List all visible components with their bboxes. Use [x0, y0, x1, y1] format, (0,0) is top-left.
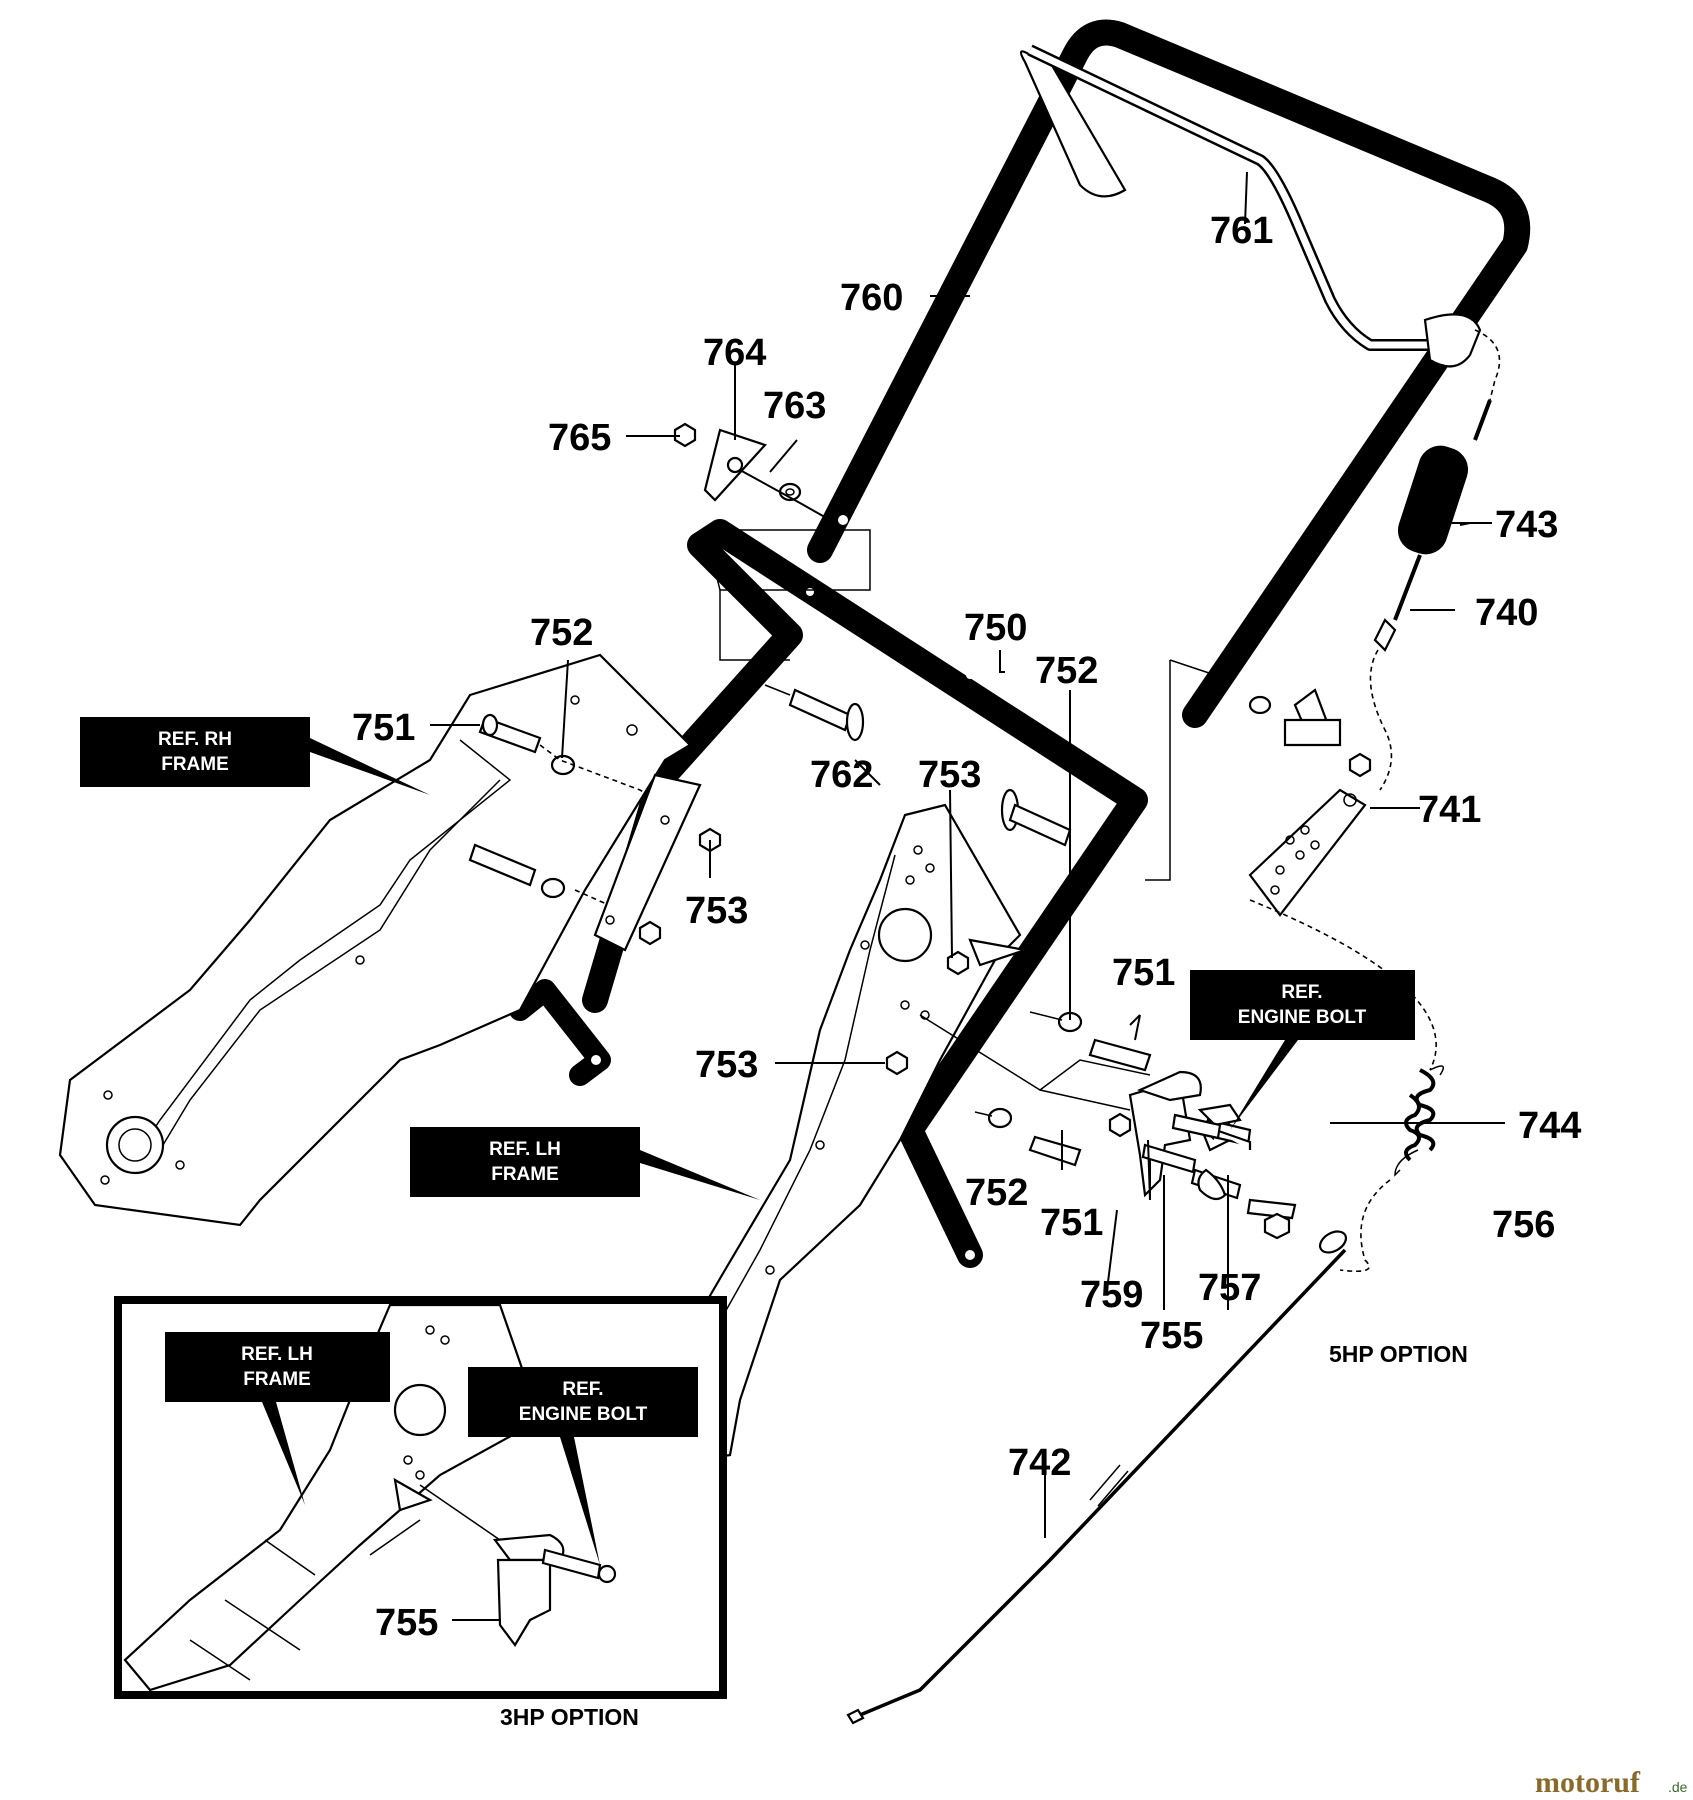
handle-knob-764	[673, 422, 871, 661]
cable-bracket-741	[1248, 788, 1367, 917]
part-757: 757	[1198, 1267, 1261, 1309]
watermark: motoruf .de	[1535, 1766, 1688, 1799]
ref-rh-frame-callout: REF. RH FRAME	[80, 717, 430, 795]
part-752-rh: 752	[530, 612, 593, 654]
handle-knob-right	[1145, 659, 1372, 881]
lower-handle-750	[509, 519, 1148, 1268]
ref-rh-frame-line2: FRAME	[161, 754, 229, 775]
part-751-center: 751	[1112, 952, 1175, 994]
cable-740	[1369, 618, 1397, 791]
ref-inset-lh-frame-line1: REF. LH	[241, 1344, 313, 1365]
control-bail-761	[1019, 44, 1501, 401]
part-755-inset: 755	[375, 1602, 438, 1644]
part-765: 765	[548, 417, 611, 459]
part-753-center: 753	[918, 754, 981, 796]
ref-inset-engine-bolt-line1: REF.	[562, 1379, 603, 1400]
lh-frame	[688, 803, 1026, 1462]
label-5hp-option: 5HP OPTION	[1329, 1341, 1468, 1367]
part-751-rh: 751	[352, 707, 415, 749]
part-753-lh: 753	[695, 1044, 758, 1086]
part-numbers: 760 761 764 763 765 743 740 750 752 752 …	[352, 210, 1581, 1644]
part-761: 761	[1210, 210, 1273, 252]
cable-sheath-743	[1393, 399, 1492, 621]
part-760: 760	[840, 277, 903, 319]
part-755: 755	[1140, 1315, 1203, 1357]
watermark-tld: .de	[1668, 1779, 1688, 1795]
carriage-bolt-762	[764, 684, 865, 742]
part-742: 742	[1008, 1442, 1071, 1484]
ref-engine-bolt-line1: REF.	[1281, 982, 1322, 1003]
leader-lines	[430, 171, 1505, 1621]
watermark-brand: motoruf	[1535, 1766, 1641, 1799]
part-759: 759	[1080, 1274, 1143, 1316]
ref-lh-frame-callout: REF. LH FRAME	[410, 1127, 760, 1200]
part-764: 764	[703, 332, 766, 374]
carriage-bolt-center	[1000, 788, 1072, 847]
part-752-center: 752	[1035, 650, 1098, 692]
part-740: 740	[1475, 592, 1538, 634]
part-750: 750	[964, 607, 1027, 649]
part-751-lh: 751	[1040, 1202, 1103, 1244]
ref-rh-frame-line1: REF. RH	[158, 729, 232, 750]
rh-frame	[58, 653, 692, 1227]
part-741: 741	[1418, 789, 1481, 831]
rh-hardware	[468, 713, 722, 952]
part-756: 756	[1492, 1204, 1555, 1246]
part-752-lh: 752	[965, 1172, 1028, 1214]
label-3hp-option: 3HP OPTION	[500, 1704, 639, 1730]
part-762: 762	[810, 754, 873, 796]
part-743: 743	[1495, 504, 1558, 546]
ref-engine-bolt-line2: ENGINE BOLT	[1238, 1007, 1367, 1028]
ref-inset-engine-bolt-line2: ENGINE BOLT	[519, 1404, 648, 1425]
part-763: 763	[763, 385, 826, 427]
lh-hardware	[885, 950, 1152, 1167]
spring-744	[1249, 899, 1445, 1273]
ref-lh-frame-line2: FRAME	[491, 1164, 559, 1185]
ref-inset-engine-bolt-callout: REF. ENGINE BOLT	[468, 1367, 698, 1565]
ref-inset-lh-frame-line2: FRAME	[243, 1369, 311, 1390]
engine-bolt-parts	[1141, 1113, 1222, 1174]
upper-handle-760	[807, 19, 1531, 728]
part-744: 744	[1518, 1105, 1581, 1147]
part-753-rh: 753	[685, 890, 748, 932]
ref-lh-frame-line1: REF. LH	[489, 1139, 561, 1160]
ref-engine-bolt-callout: REF. ENGINE BOLT	[1190, 970, 1415, 1130]
cable-742	[846, 1230, 1348, 1725]
ref-inset-lh-frame-callout: REF. LH FRAME	[165, 1332, 390, 1505]
